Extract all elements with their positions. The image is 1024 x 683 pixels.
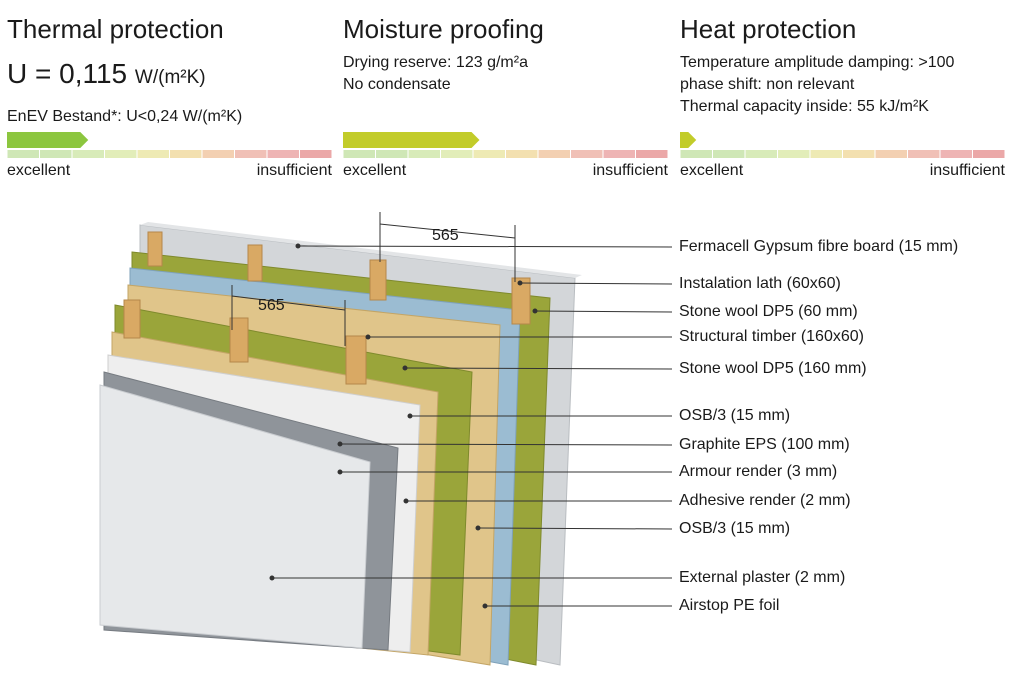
drying-reserve: Drying reserve: 123 g/m²a	[343, 54, 528, 71]
label-osb-inner: OSB/3 (15 mm)	[679, 520, 791, 537]
rating-arrow	[680, 132, 697, 148]
moisture-title: Moisture proofing	[343, 14, 544, 44]
rating-scale-segment	[300, 150, 332, 158]
rating-scale-segment	[72, 150, 104, 158]
condensate-status: No condensate	[343, 76, 451, 93]
u-value: U = 0,115 W/(m²K)	[7, 58, 206, 90]
rating-scale-segment	[538, 150, 570, 158]
rating-scale-segment	[473, 150, 505, 158]
structural-timbers	[123, 299, 367, 385]
rating-scale-segment	[170, 150, 202, 158]
heat-rating-bar	[680, 130, 1005, 166]
label-graphite-eps: Graphite EPS (100 mm)	[679, 436, 850, 453]
rating-scale-segment	[137, 150, 169, 158]
gypsum-board-edge	[140, 222, 582, 278]
timber-1	[123, 299, 141, 339]
label-structural-timber: Structural timber (160x60)	[679, 328, 864, 345]
enev-requirement: EnEV Bestand*: U<0,24 W/(m²K)	[7, 108, 243, 125]
rating-scale-segment	[875, 150, 907, 158]
external-plaster-shape	[99, 384, 371, 649]
lath-3	[369, 259, 387, 301]
thermal-rating-svg	[7, 132, 332, 158]
dimension-mid-label: 565	[258, 297, 285, 314]
label-airstop-foil: Airstop PE foil	[679, 597, 780, 614]
rating-scale-segment	[603, 150, 635, 158]
lath-1	[147, 231, 163, 267]
thermal-capacity: Thermal capacity inside: 55 kJ/m²K	[680, 98, 929, 115]
heat-scale-excellent: excellent	[680, 162, 744, 179]
rating-scale-segment	[235, 150, 267, 158]
rating-scale-segment	[267, 150, 299, 158]
rating-scale-segment	[40, 150, 72, 158]
rating-scale-segment	[713, 150, 745, 158]
rating-scale-segment	[745, 150, 777, 158]
rating-scale-segment	[810, 150, 842, 158]
rating-scale-segment	[105, 150, 137, 158]
label-stone-wool-160: Stone wool DP5 (160 mm)	[679, 360, 867, 377]
moisture-rating-bar	[343, 130, 668, 166]
moisture-scale-excellent: excellent	[343, 162, 407, 179]
rating-scale-segment	[343, 150, 375, 158]
label-stone-wool-60: Stone wool DP5 (60 mm)	[679, 303, 858, 320]
thermal-scale-insufficient: insufficient	[256, 162, 332, 179]
moisture-scale-insufficient: insufficient	[592, 162, 668, 179]
rating-scale-segment	[843, 150, 875, 158]
lath-4	[511, 277, 531, 325]
rating-arrow	[7, 132, 89, 148]
rating-scale-segment	[778, 150, 810, 158]
heat-scale-insufficient: insufficient	[929, 162, 1005, 179]
rating-scale-segment	[408, 150, 440, 158]
dimension-top-label: 565	[432, 227, 459, 244]
rating-scale-segment	[376, 150, 408, 158]
u-value-number: U = 0,115	[7, 58, 128, 89]
heat-title: Heat protection	[680, 14, 857, 44]
label-installation-lath: Instalation lath (60x60)	[679, 275, 841, 292]
phase-shift: phase shift: non relevant	[680, 76, 855, 93]
label-adhesive-render: Adhesive render (2 mm)	[679, 492, 851, 509]
label-armour-render: Armour render (3 mm)	[679, 463, 838, 480]
installation-laths	[147, 231, 531, 325]
rating-scale-segment	[973, 150, 1005, 158]
moisture-rating-svg	[343, 132, 668, 158]
u-value-unit: W/(m²K)	[134, 67, 206, 88]
label-external-plaster: External plaster (2 mm)	[679, 569, 846, 586]
thermal-scale-excellent: excellent	[7, 162, 71, 179]
rating-scale-segment	[202, 150, 234, 158]
rating-scale-segment	[441, 150, 473, 158]
timber-3	[345, 335, 367, 385]
lath-2	[247, 244, 263, 282]
rating-scale-segment	[680, 150, 712, 158]
rating-scale-segment	[571, 150, 603, 158]
dimension-mid	[231, 285, 346, 346]
leader-lines	[269, 243, 673, 609]
dimension-top	[379, 212, 516, 282]
label-gypsum-board: Fermacell Gypsum fibre board (15 mm)	[679, 238, 959, 255]
rating-scale-segment	[7, 150, 39, 158]
amplitude-damping: Temperature amplitude damping: >100	[680, 54, 955, 71]
rating-scale-segment	[908, 150, 940, 158]
timber-2	[229, 317, 249, 363]
rating-scale-segment	[506, 150, 538, 158]
rating-scale-segment	[636, 150, 668, 158]
rating-scale-segment	[940, 150, 972, 158]
rating-arrow	[343, 132, 480, 148]
label-osb-outer: OSB/3 (15 mm)	[679, 407, 791, 424]
heat-rating-svg	[680, 132, 1005, 158]
thermal-title: Thermal protection	[7, 14, 224, 44]
thermal-rating-bar	[7, 130, 332, 166]
wall-layer-diagram: 565 565	[99, 212, 673, 666]
